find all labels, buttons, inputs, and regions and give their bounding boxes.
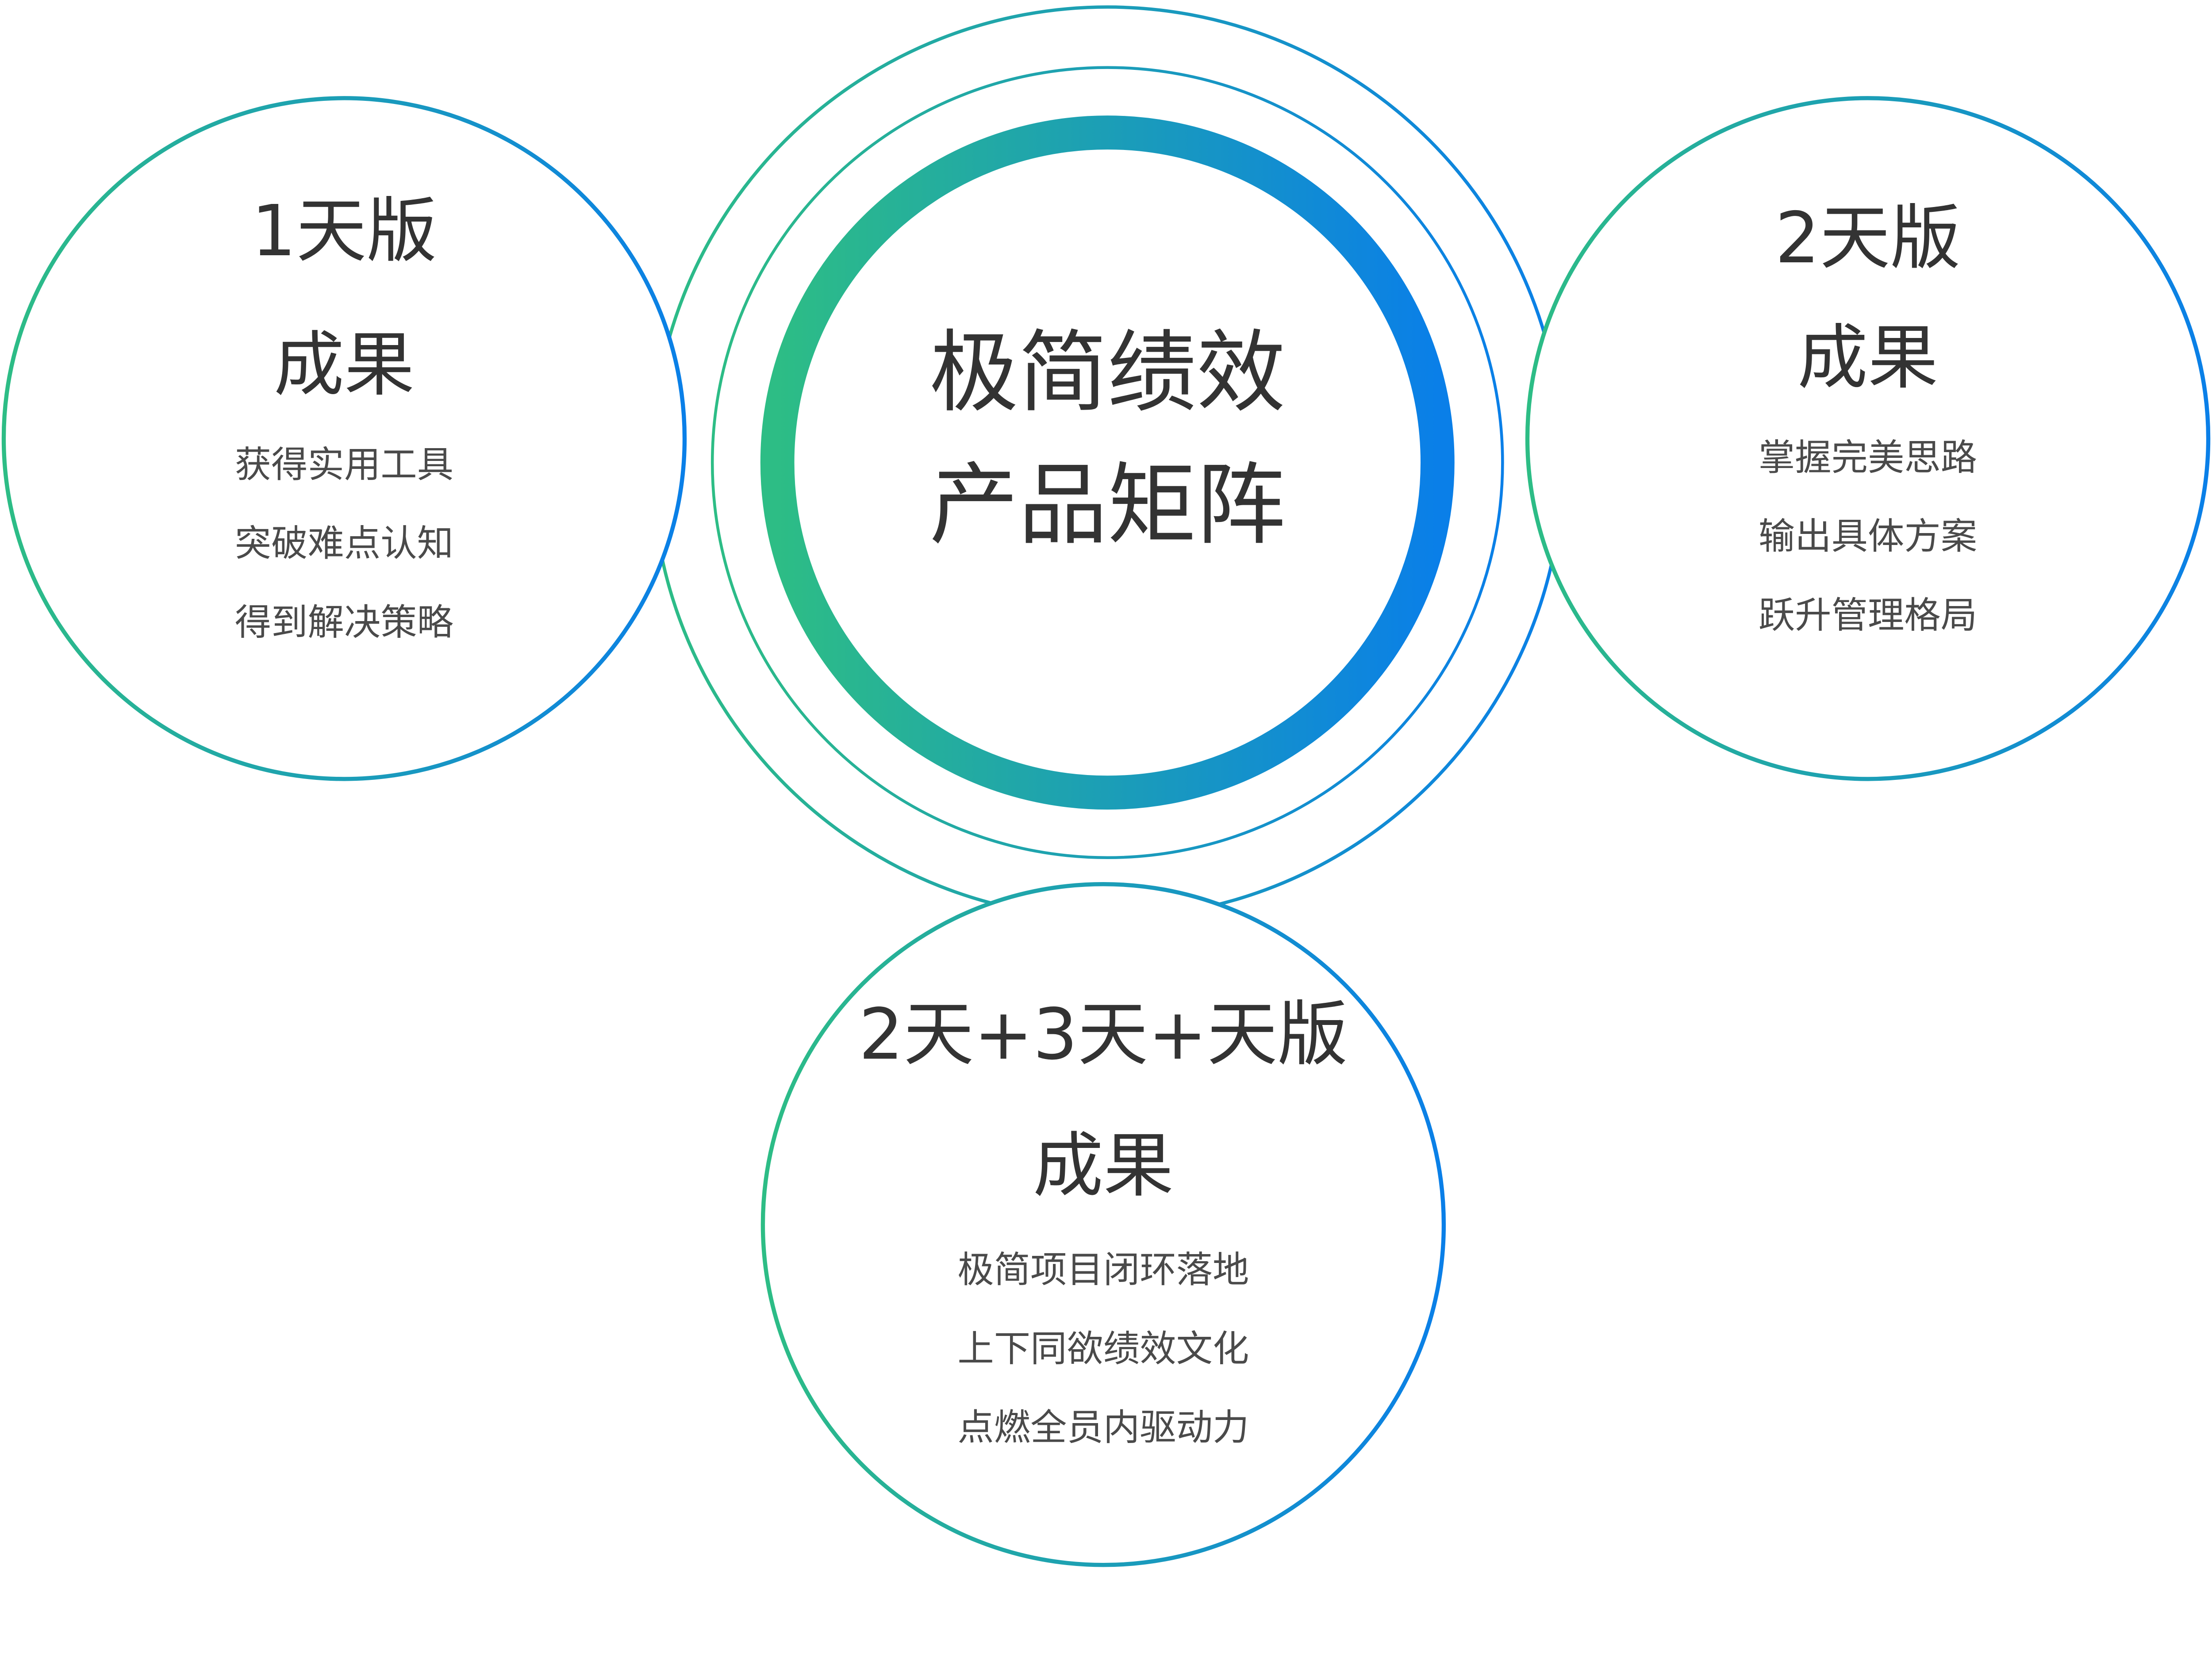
card-item: 上下同欲绩效文化	[957, 1328, 1249, 1370]
card-subtitle: 成果	[1797, 317, 1938, 399]
card-1-day: 1天版 成果 获得实用工具 突破难点认知 得到解决策略	[1, 96, 687, 781]
card-item: 点燃全员内驱动力	[957, 1407, 1249, 1449]
card-circle	[1, 96, 687, 781]
card-circle	[1525, 96, 2211, 781]
card-item: 掌握完美思路	[1759, 437, 1977, 479]
card-2-day: 2天版 成果 掌握完美思路 输出具体方案 跃升管理格局	[1525, 96, 2211, 781]
card-title: 2天版	[1775, 197, 1961, 279]
middle-ring	[710, 66, 1504, 860]
card-title: 1天版	[251, 190, 437, 272]
card-item: 得到解决策略	[235, 602, 453, 644]
card-subtitle: 成果	[274, 323, 415, 406]
card-item: 获得实用工具	[235, 444, 453, 486]
card-subtitle: 成果	[1033, 1124, 1174, 1207]
card-circle	[760, 882, 1446, 1567]
card-title: 2天+3天+天版	[859, 993, 1348, 1075]
product-matrix-diagram: 极简绩效 产品矩阵 1天版 成果 获得实用工具 突破难点认知 得到解决策略 2天…	[1, 5, 2211, 1567]
center-title-line2: 产品矩阵	[929, 453, 1286, 557]
card-item: 极简项目闭环落地	[957, 1249, 1249, 1291]
center-title-line1: 极简绩效	[929, 321, 1286, 425]
card-item: 输出具体方案	[1759, 515, 1977, 557]
thick-ring	[760, 115, 1455, 810]
card-item: 突破难点认知	[235, 522, 453, 564]
card-item: 跃升管理格局	[1759, 595, 1977, 637]
card-combined: 2天+3天+天版 成果 极简项目闭环落地 上下同欲绩效文化 点燃全员内驱动力	[760, 882, 1446, 1567]
